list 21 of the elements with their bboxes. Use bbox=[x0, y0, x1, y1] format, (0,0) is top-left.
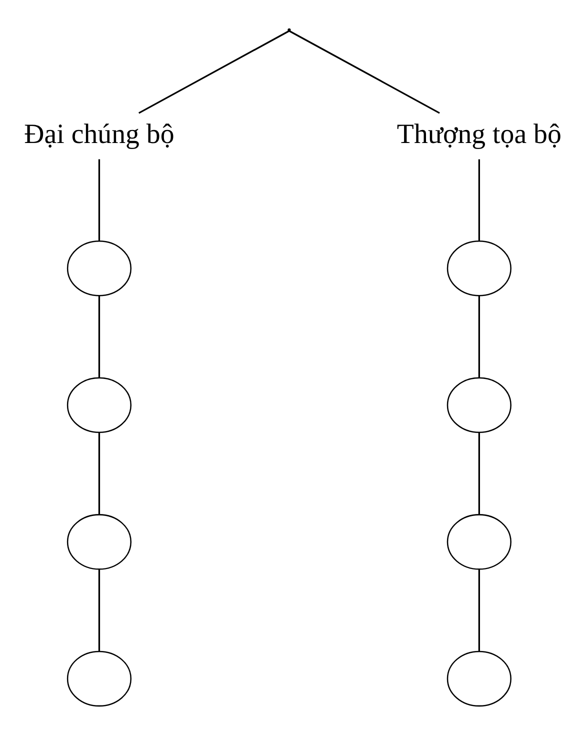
connector bbox=[288, 30, 440, 114]
connector bbox=[478, 295, 480, 378]
node-circle bbox=[446, 650, 512, 706]
node-circle bbox=[66, 376, 132, 432]
connector bbox=[478, 158, 480, 240]
connector bbox=[478, 432, 480, 514]
connector bbox=[98, 158, 100, 240]
node-circle bbox=[66, 240, 132, 296]
connector bbox=[478, 568, 480, 651]
node-text: Thượng tọa bộ bbox=[396, 118, 562, 150]
connector bbox=[98, 295, 100, 378]
connector bbox=[98, 432, 100, 514]
connector bbox=[138, 30, 290, 114]
connector bbox=[98, 568, 100, 651]
node-circle bbox=[66, 514, 132, 570]
node-circle bbox=[66, 650, 132, 706]
node-text: Đại chúng bộ bbox=[24, 118, 174, 150]
node-circle bbox=[446, 240, 512, 296]
node-circle bbox=[446, 514, 512, 570]
node-point bbox=[288, 28, 291, 32]
node-circle bbox=[446, 376, 512, 432]
